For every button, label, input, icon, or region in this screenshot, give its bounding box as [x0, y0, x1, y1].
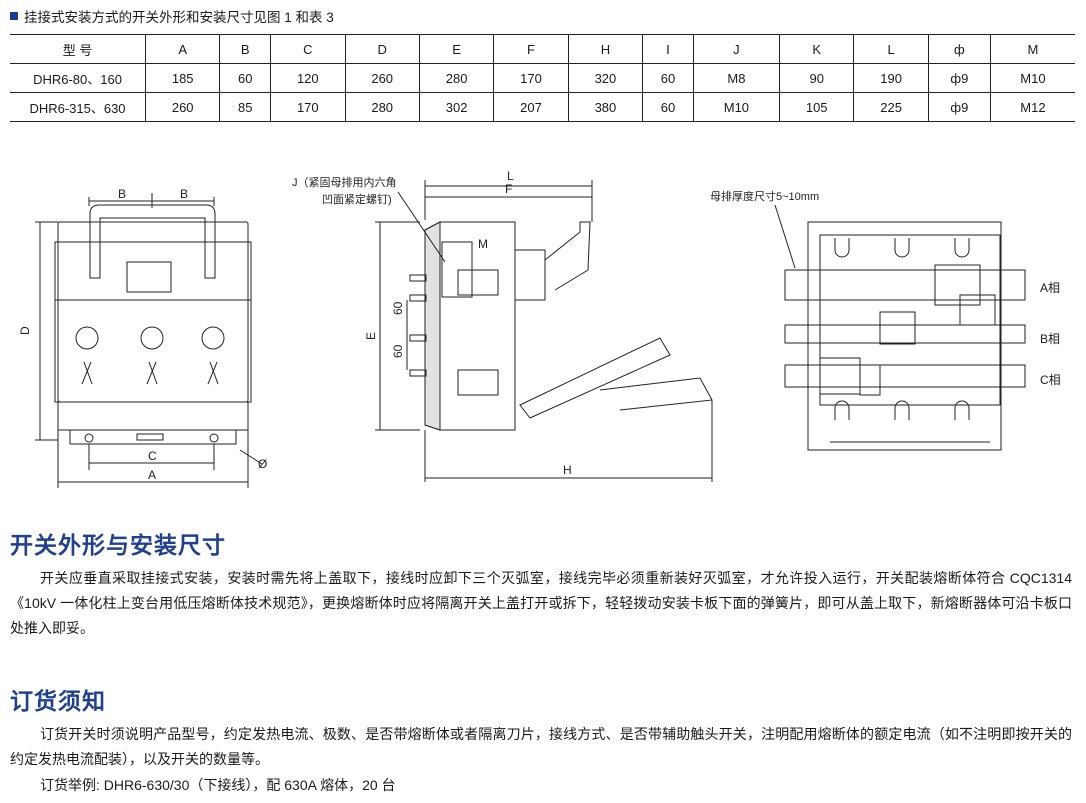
caption-text: 挂接式安装方式的开关外形和安装尺寸见图 1 和表 3	[24, 10, 334, 25]
table-cell: DHR6-80、160	[33, 71, 122, 87]
table-header-cell: ф	[927, 34, 991, 64]
front-dim-a: A	[148, 468, 156, 482]
front-dim-b1: B	[118, 187, 126, 201]
section-title-ordering: 订货须知	[10, 688, 106, 714]
side-dim-h: H	[563, 463, 572, 477]
front-dim-d: D	[18, 326, 32, 335]
table-cell: 190	[853, 63, 929, 93]
table-cell: 260	[144, 92, 220, 122]
side-dim-l: L	[507, 169, 514, 183]
table-header-cell: F	[493, 34, 569, 64]
side-dim-f: F	[505, 182, 512, 196]
order-example: 订货举例: DHR6-630/30（下接线），配 630A 熔体，20 台	[40, 777, 396, 793]
table-cell: 60	[642, 92, 694, 122]
side-dim-60a: 60	[391, 301, 405, 315]
phase-c-label: C相	[1040, 373, 1061, 387]
table-cell: M12	[989, 92, 1075, 122]
section-title-dimensions: 开关外形与安装尺寸	[10, 532, 226, 558]
table-cell: 170	[493, 63, 569, 93]
table-cell: 260	[344, 63, 420, 93]
phase-a-label: A相	[1040, 281, 1060, 295]
table-header-cell: A	[144, 34, 220, 64]
installation-drawings: B B C A D Ø J（紧固母排用内六角 凹面紧定螺钉) L F M E 6…	[18, 169, 1061, 488]
table-cell: ф9	[927, 63, 991, 93]
table-header-cell: B	[219, 34, 271, 64]
bullet-square-icon	[10, 12, 18, 20]
table-cell: M10	[989, 63, 1075, 93]
table-header-cell: C	[270, 34, 345, 64]
table-cell: M10	[692, 92, 780, 122]
side-dim-60b: 60	[391, 344, 405, 358]
table-cell: 120	[270, 63, 345, 93]
table-header-cell: J	[692, 34, 780, 64]
front-dim-b2: B	[180, 187, 188, 201]
table-cell: ф9	[927, 92, 991, 122]
table-header-cell: D	[344, 34, 420, 64]
table-cell: 105	[778, 92, 854, 122]
table-cell: 60	[642, 63, 694, 93]
section-body-ordering: 订货开关时须说明产品型号，约定发热电流、极数、是否带熔断体或者隔离刀片，接线方式…	[10, 726, 1072, 767]
table-header-cell: E	[418, 34, 494, 64]
table-cell: 170	[270, 92, 345, 122]
phase-b-label: B相	[1040, 332, 1060, 346]
busbar-thickness-label: 母排厚度尺寸5~10mm	[710, 189, 819, 203]
table-cell: 185	[144, 63, 220, 93]
table-header-cell: H	[567, 34, 643, 64]
front-view-drawing	[35, 193, 263, 488]
table-header-cell: M	[989, 34, 1075, 64]
table-cell: 90	[778, 63, 854, 93]
front-dim-phi: Ø	[258, 457, 267, 471]
table-cell: 225	[853, 92, 929, 122]
table-header-cell: L	[853, 34, 929, 64]
side-label-j2: 凹面紧定螺钉)	[322, 192, 392, 206]
table-cell: 320	[567, 63, 643, 93]
side-dim-m: M	[478, 237, 488, 251]
front-dim-c: C	[148, 449, 157, 463]
table-cell: 302	[418, 92, 494, 122]
side-view-drawing	[375, 180, 713, 482]
busbar-view-drawing	[774, 204, 1026, 451]
table-cell: 60	[219, 63, 271, 93]
side-dim-e: E	[364, 332, 378, 340]
table-header-cell: K	[778, 34, 854, 64]
table-cell: DHR6-315、630	[29, 100, 126, 116]
table-cell: 207	[493, 92, 569, 122]
table-caption: 挂接式安装方式的开关外形和安装尺寸见图 1 和表 3	[10, 6, 334, 26]
section-body-dimensions: 开关应垂直采取挂接式安装，安装时需先将上盖取下，接线时应卸下三个灭弧室，接线完毕…	[10, 570, 1072, 636]
table-cell: 380	[567, 92, 643, 122]
table-cell: 280	[418, 63, 494, 93]
table-cell: M8	[692, 63, 780, 93]
table-cell: 280	[344, 92, 420, 122]
side-label-j1: J（紧固母排用内六角	[292, 175, 397, 189]
table-header-cell: 型 号	[62, 42, 93, 58]
table-header-cell: I	[642, 34, 694, 64]
table-cell: 85	[219, 92, 271, 122]
